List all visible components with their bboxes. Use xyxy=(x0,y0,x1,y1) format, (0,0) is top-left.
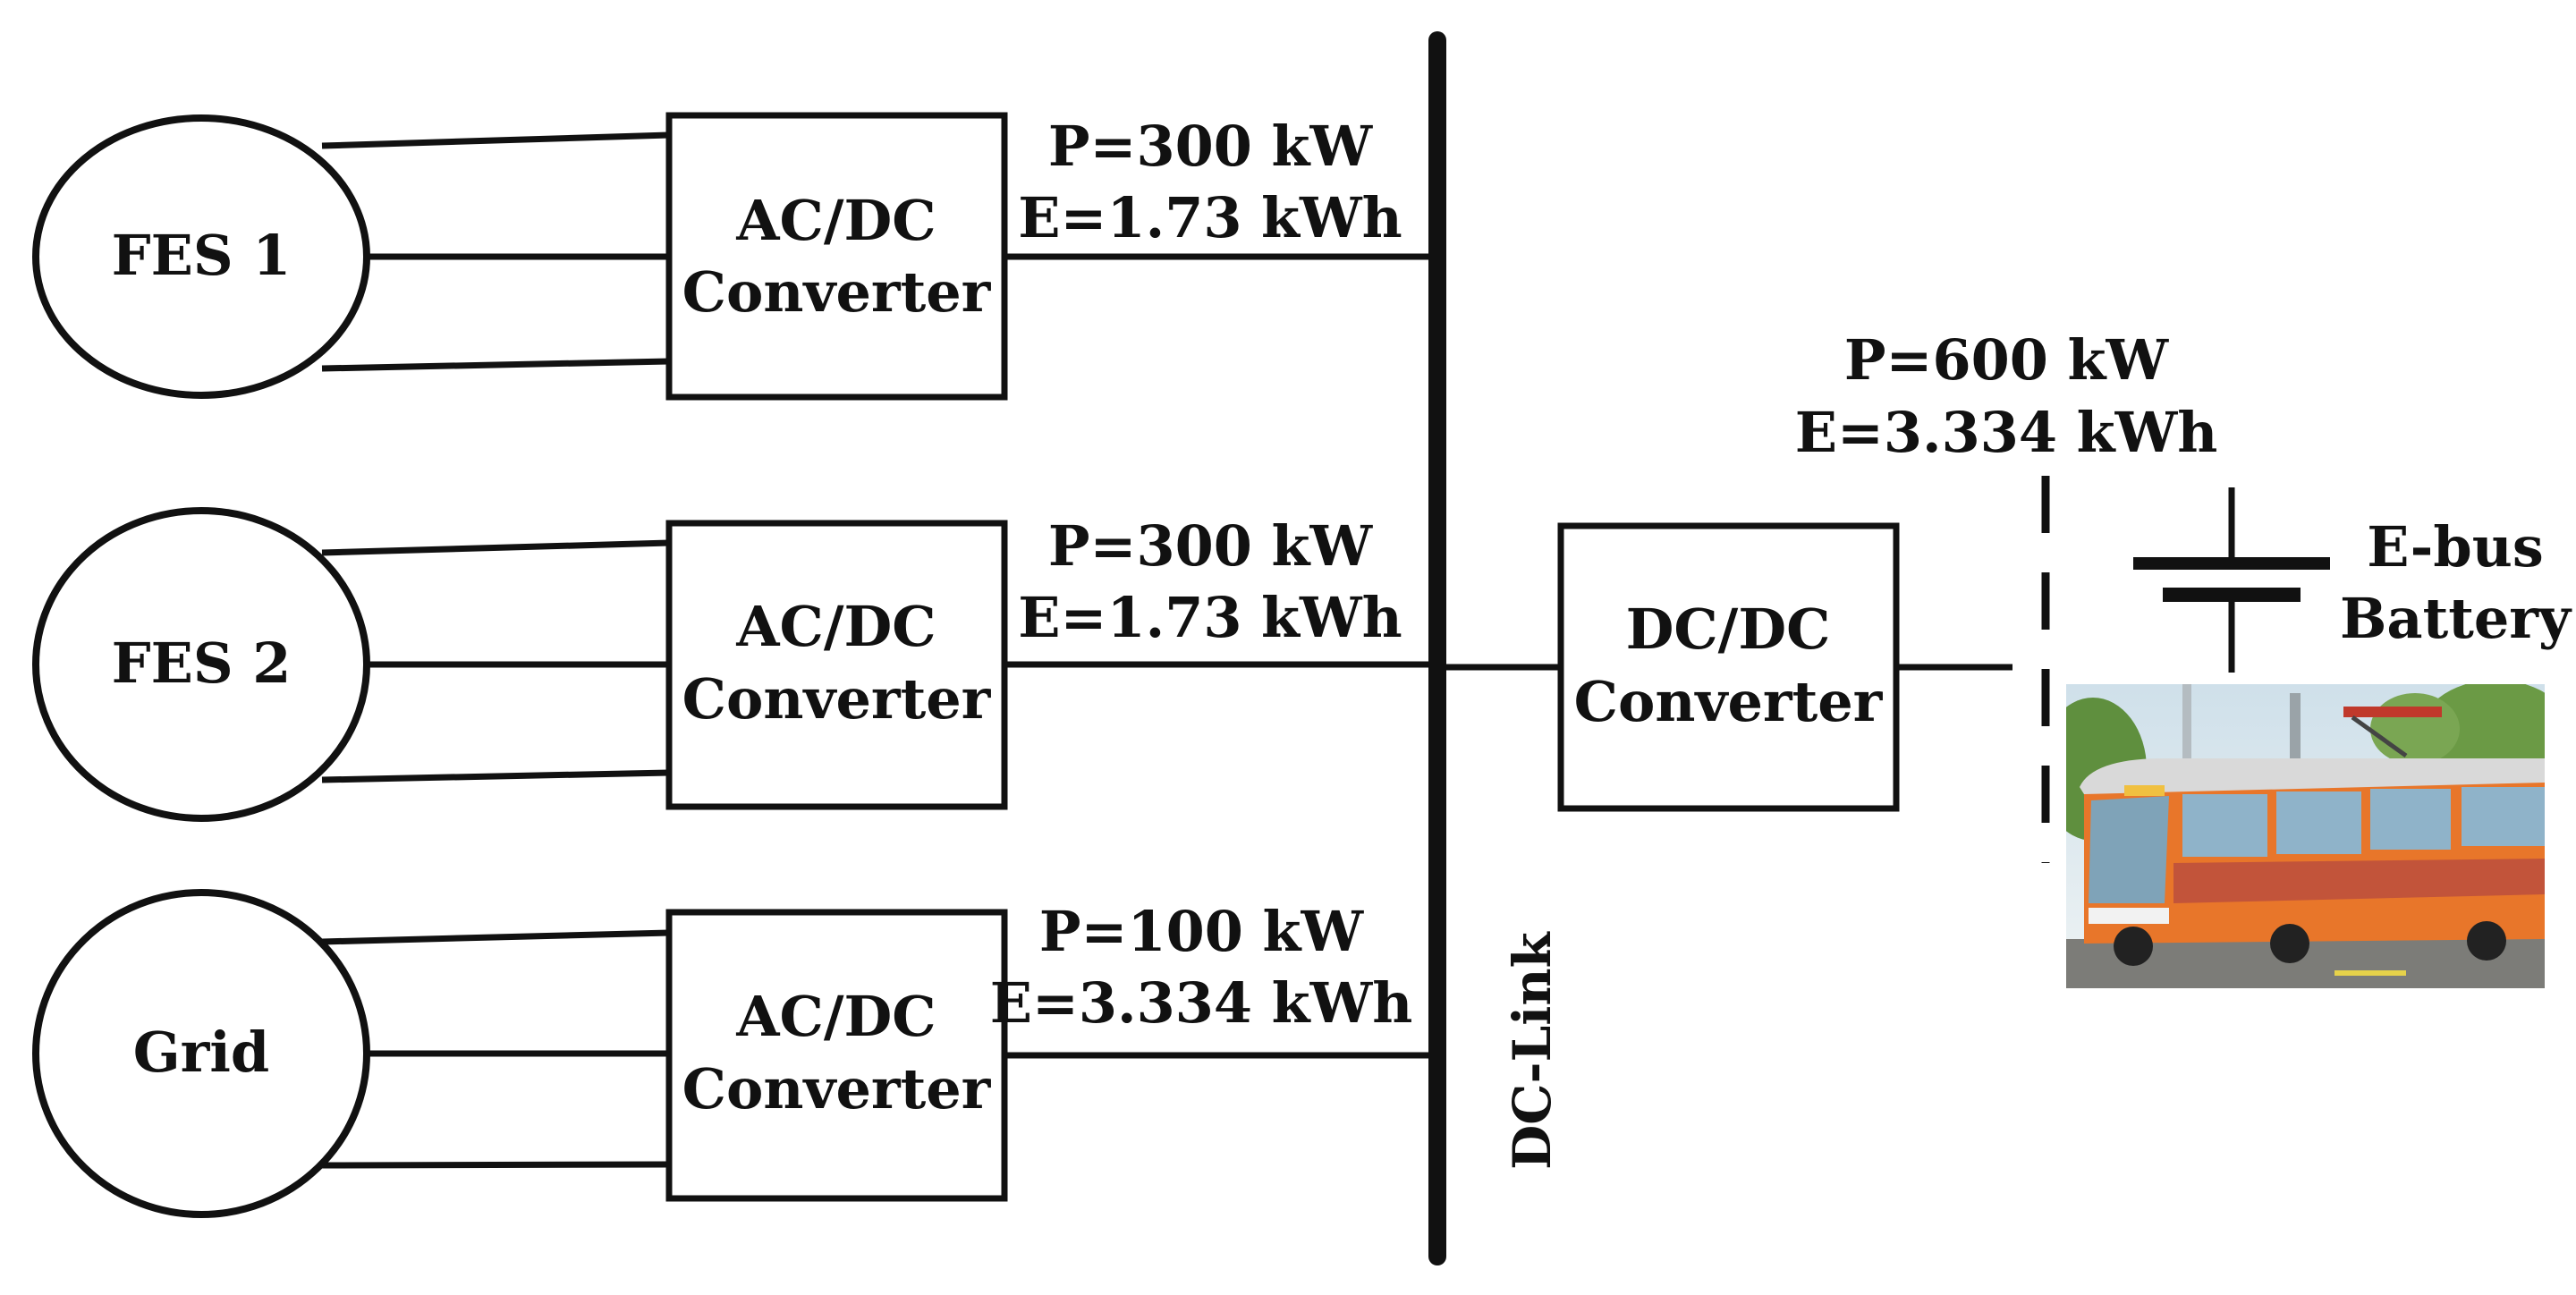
battery-symbol xyxy=(2133,487,2330,673)
dcdc-converter-line2: Converter xyxy=(1574,669,1884,734)
dcdc-converter xyxy=(1557,522,1900,812)
load-energy: E=3.334 kWh xyxy=(1795,400,2218,465)
fes2-phase-a xyxy=(321,539,670,556)
source-fes1: FES 1 AC/DC Converter P=300 kW E=1.73 kW… xyxy=(32,112,1440,401)
grid-phase-c xyxy=(321,1161,670,1169)
fes1-acdc-converter xyxy=(665,112,1008,401)
battery-label-line2: Battery xyxy=(2340,586,2572,651)
source-grid: Grid AC/DC Converter P=100 kW E=3.334 kW… xyxy=(32,889,1440,1218)
grid-phase-a xyxy=(321,929,670,945)
fes1-phase-c xyxy=(321,358,670,372)
fes1-energy: E=1.73 kWh xyxy=(1018,185,1402,250)
grid-converter-line2: Converter xyxy=(682,1056,992,1121)
fes2-converter-line2: Converter xyxy=(682,666,992,732)
fes1-label: FES 1 xyxy=(112,223,292,288)
fes2-label: FES 2 xyxy=(112,631,292,696)
fes2-acdc-converter xyxy=(665,520,1008,810)
fes2-phase-c xyxy=(321,769,670,783)
fes1-converter-line1: AC/DC xyxy=(735,188,936,253)
grid-acdc-converter xyxy=(665,909,1008,1202)
load-power: P=600 kW xyxy=(1844,327,2170,393)
fes1-converter-line2: Converter xyxy=(682,259,992,325)
fes2-converter-line1: AC/DC xyxy=(735,594,936,659)
fes2-energy: E=1.73 kWh xyxy=(1018,585,1402,650)
dcdc-converter-line1: DC/DC xyxy=(1626,597,1831,662)
electric-bus-photo xyxy=(2066,684,2545,988)
dc-link-label: DC-Link xyxy=(1502,930,1563,1170)
fes1-power: P=300 kW xyxy=(1048,114,1374,179)
dc-link: DC-Link xyxy=(1428,31,1563,1265)
battery-label-line1: E-bus xyxy=(2367,514,2543,580)
fes2-power: P=300 kW xyxy=(1048,513,1374,579)
grid-energy: E=3.334 kWh xyxy=(990,970,1413,1036)
grid-converter-line1: AC/DC xyxy=(735,984,936,1049)
fes1-phase-a xyxy=(321,131,670,149)
source-fes2: FES 2 AC/DC Converter P=300 kW E=1.73 kW… xyxy=(32,507,1440,822)
grid-power: P=100 kW xyxy=(1039,899,1365,964)
grid-label: Grid xyxy=(133,1020,270,1085)
load-branch: DC/DC Converter P=600 kW E=3.334 kWh E-b… xyxy=(1437,327,2572,988)
